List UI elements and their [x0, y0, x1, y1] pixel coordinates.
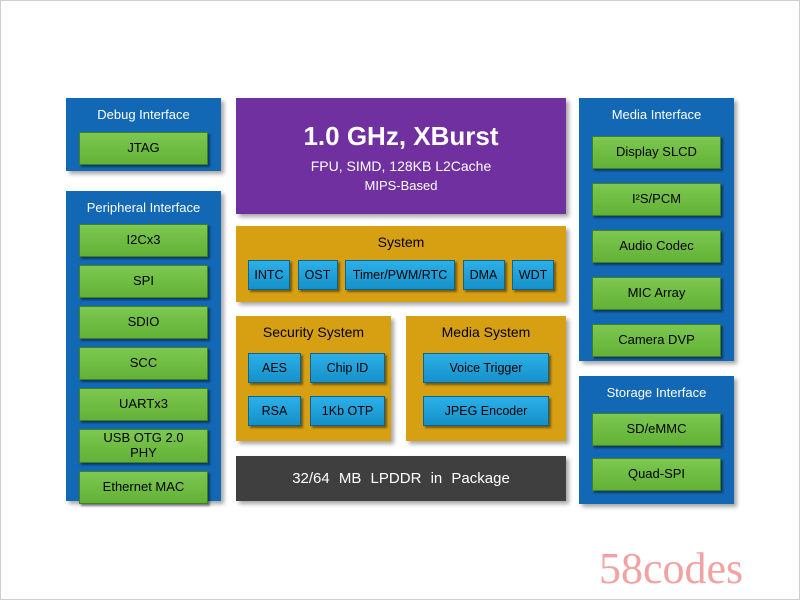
storage-interface-title: Storage Interface: [606, 385, 707, 400]
chip-i2s-pcm: I²S/PCM: [592, 183, 721, 216]
media-system-panel: Media System Voice Trigger JPEG Encoder: [406, 316, 566, 441]
media-system-title: Media System: [441, 324, 531, 340]
chip-ost: OST: [297, 260, 338, 290]
security-system-panel: Security System AES Chip ID RSA 1Kb OTP: [236, 316, 391, 441]
chip-ethernet-mac: Ethernet MAC: [79, 470, 208, 504]
chip-display-slcd: Display SLCD: [592, 136, 721, 169]
cpu-title: 1.0 GHz, XBurst: [303, 121, 499, 151]
cpu-subtitle: FPU, SIMD, 128KB L2Cache: [310, 158, 492, 174]
memory-block: 32/64 MB LPDDR in Package: [236, 456, 566, 501]
chip-voice-trigger: Voice Trigger: [423, 353, 549, 383]
chip-camera-dvp: Camera DVP: [592, 324, 721, 357]
debug-interface-title: Debug Interface: [97, 107, 190, 122]
debug-interface-panel: Debug Interface JTAG: [66, 98, 221, 171]
chip-dma: DMA: [462, 260, 505, 290]
watermark: 58codes: [599, 544, 744, 593]
chip-uartx3: UARTx3: [79, 388, 208, 421]
system-title: System: [377, 234, 425, 250]
chip-aes: AES: [248, 353, 301, 383]
chip-intc: INTC: [248, 260, 290, 290]
system-panel: System INTC OST Timer/PWM/RTC DMA WDT: [236, 226, 566, 302]
security-system-title: Security System: [262, 324, 365, 340]
cpu-architecture: MIPS-Based: [364, 178, 438, 193]
cpu-block: 1.0 GHz, XBurst FPU, SIMD, 128KB L2Cache…: [236, 98, 566, 214]
chip-jpeg-encoder: JPEG Encoder: [423, 396, 549, 426]
chip-quad-spi: Quad-SPI: [592, 458, 721, 491]
chip-timer-pwm-rtc: Timer/PWM/RTC: [345, 260, 455, 290]
storage-interface-panel: Storage Interface SD/eMMC Quad-SPI: [579, 376, 734, 504]
chip-jtag: JTAG: [79, 132, 208, 165]
chip-1kb-otp: 1Kb OTP: [310, 396, 385, 426]
security-chip-grid: AES Chip ID RSA 1Kb OTP: [236, 353, 391, 426]
peripheral-interface-title: Peripheral Interface: [86, 200, 201, 215]
chip-rsa: RSA: [248, 396, 301, 426]
peripheral-interface-chip-list: I2Cx3 SPI SDIO SCC UARTx3 USB OTG 2.0 PH…: [66, 224, 221, 504]
media-interface-panel: Media Interface Display SLCD I²S/PCM Aud…: [579, 98, 734, 361]
chip-wdt: WDT: [512, 260, 554, 290]
chip-spi: SPI: [79, 265, 208, 298]
media-interface-title: Media Interface: [611, 107, 702, 122]
system-chip-row: INTC OST Timer/PWM/RTC DMA WDT: [236, 260, 566, 290]
chip-sdio: SDIO: [79, 306, 208, 339]
chip-scc: SCC: [79, 347, 208, 380]
chip-i2cx3: I2Cx3: [79, 224, 208, 257]
debug-interface-chip-list: JTAG: [66, 132, 221, 165]
media-interface-chip-list: Display SLCD I²S/PCM Audio Codec MIC Arr…: [579, 136, 734, 357]
chip-chip-id: Chip ID: [310, 353, 385, 383]
chip-sd-emmc: SD/eMMC: [592, 413, 721, 446]
storage-interface-chip-list: SD/eMMC Quad-SPI: [579, 413, 734, 491]
chip-mic-array: MIC Array: [592, 277, 721, 310]
chip-usb-otg-phy: USB OTG 2.0 PHY: [79, 429, 208, 463]
chip-audio-codec: Audio Codec: [592, 230, 721, 263]
media-system-chip-list: Voice Trigger JPEG Encoder: [406, 353, 566, 426]
memory-label: 32/64 MB LPDDR in Package: [292, 470, 510, 487]
peripheral-interface-panel: Peripheral Interface I2Cx3 SPI SDIO SCC …: [66, 191, 221, 504]
